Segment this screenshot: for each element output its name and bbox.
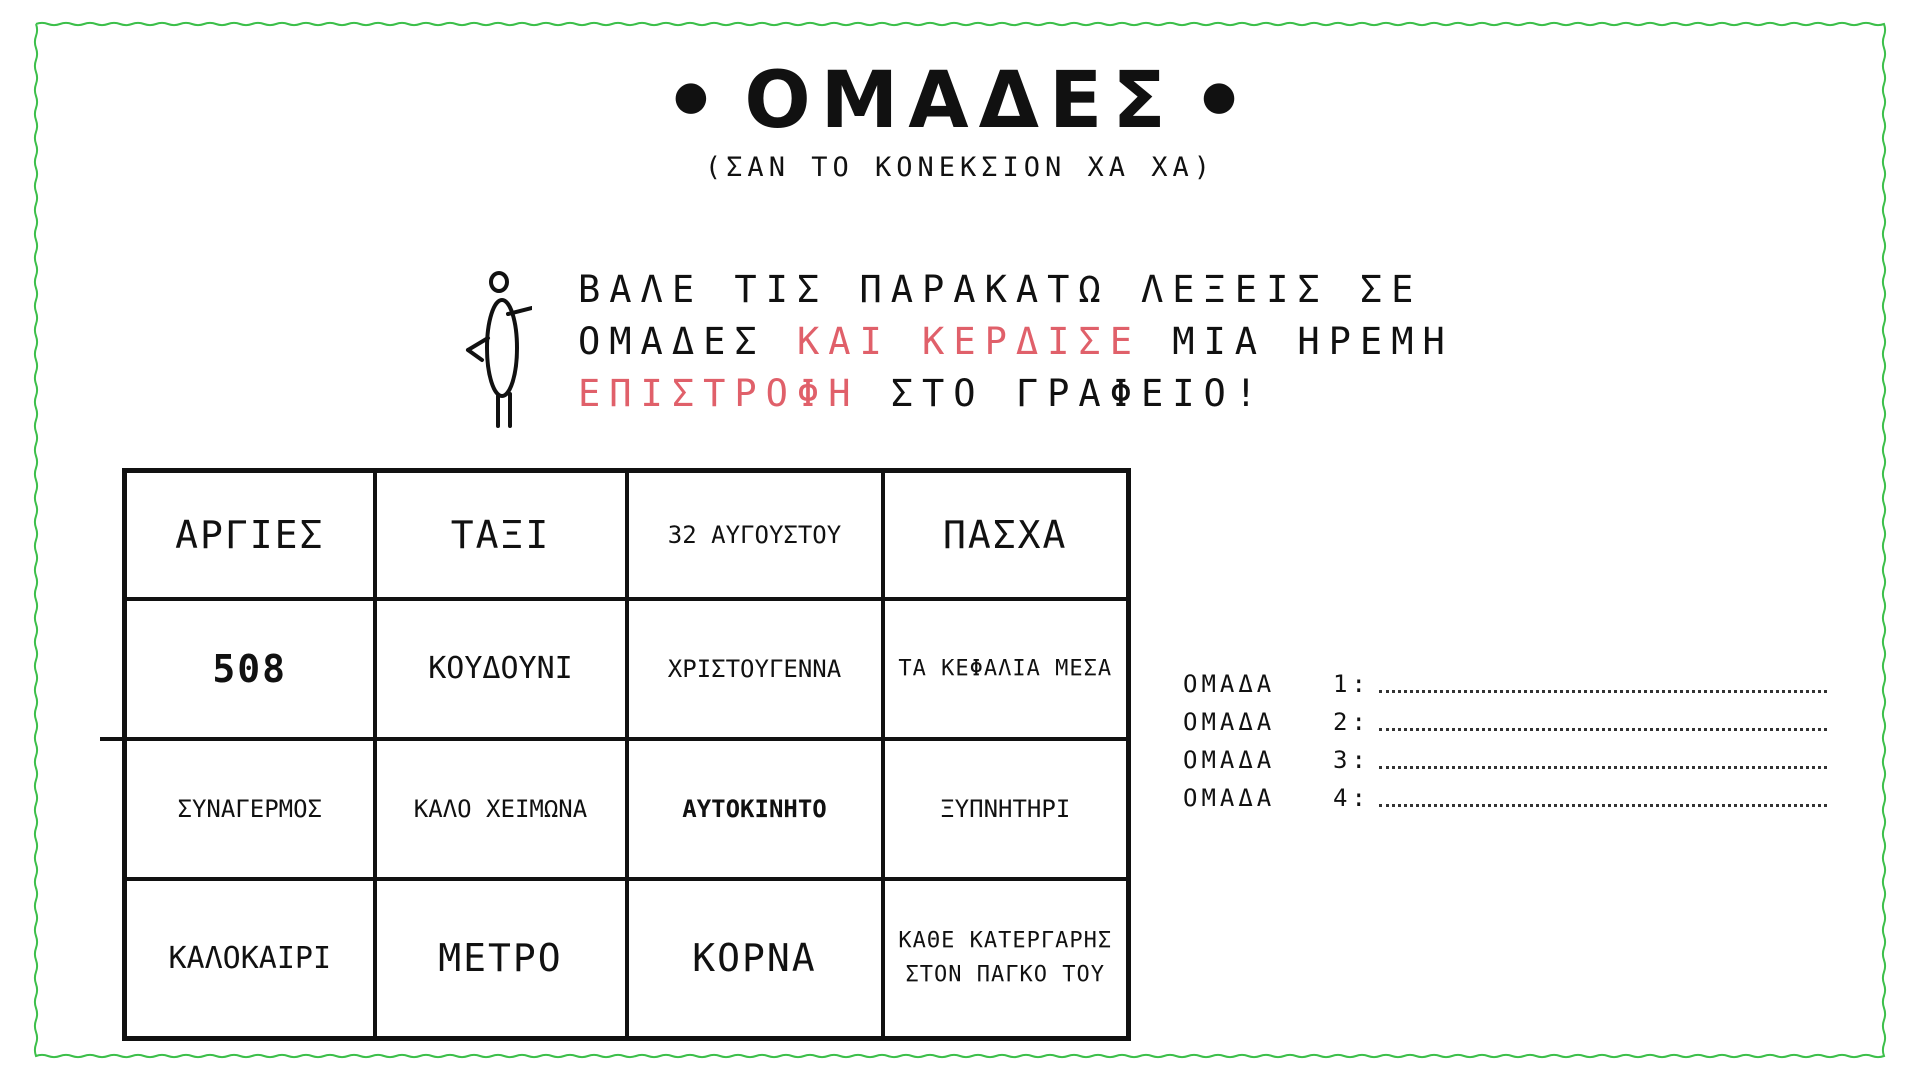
page-title-text: ΟΜΑΔΕΣ (744, 56, 1176, 146)
stick-figure-pointing-icon (466, 271, 532, 428)
grid-cell[interactable]: ΞΥΠΝΗΤΗΡΙ (880, 736, 1131, 881)
group-label: ΟΜΑΔΑ (1183, 746, 1276, 774)
group-answer-blank[interactable] (1379, 714, 1827, 731)
dot-icon: ● (673, 72, 719, 119)
group-answer-blank[interactable] (1379, 752, 1827, 769)
instructions-text: ΒΑΛΕ ΤΙΣ ΠΑΡΑΚΑΤΩ ΛΕΞΕΙΣ ΣΕ ΟΜΑΔΕΣ ΚΑΙ Κ… (578, 264, 1478, 420)
grid-cell[interactable]: ΣΥΝΑΓΕΡΜΟΣ (122, 736, 377, 881)
grid-cell[interactable]: ΚΑΛΟ ΧΕΙΜΩΝΑ (372, 736, 629, 881)
group-line: ΟΜΑΔΑ 1: (1183, 665, 1827, 703)
group-number: 4: (1333, 784, 1370, 812)
group-answer-blank[interactable] (1379, 676, 1827, 693)
grid-cell[interactable]: ΚΟΥΔΟΥΝΙ (372, 596, 629, 741)
group-line: ΟΜΑΔΑ 4: (1183, 779, 1827, 817)
grid-cell[interactable]: ΚΟΡΝΑ (624, 876, 885, 1041)
grid-cell[interactable]: ΚΑΘΕ ΚΑΤΕΡΓΑΡΗΣ ΣΤΟΝ ΠΑΓΚΟ ΤΟΥ (880, 876, 1131, 1041)
instructions-part-1: ΒΑΛΕ ΤΙΣ ΠΑΡΑΚΑΤΩ ΛΕΞΕΙΣ ΣΕ ΟΜΑΔΕΣ (578, 268, 1423, 363)
grid-cell[interactable]: ΤΑ ΚΕΦΑΛΙΑ ΜΕΣΑ (880, 596, 1131, 741)
grid-row: ΚΑΛΟΚΑΙΡΙ ΜΕΤΡΟ ΚΟΡΝΑ ΚΑΘΕ ΚΑΤΕΡΓΑΡΗΣ ΣΤ… (122, 876, 1131, 1041)
grid-row: ΑΡΓΙΕΣ ΤΑΞΙ 32 ΑΥΓΟΥΣΤΟΥ ΠΑΣΧΑ (122, 468, 1131, 601)
grid-row: ΣΥΝΑΓΕΡΜΟΣ ΚΑΛΟ ΧΕΙΜΩΝΑ ΑΥΤΟΚΙΝΗΤΟ ΞΥΠΝΗ… (122, 736, 1131, 881)
group-label: ΟΜΑΔΑ (1183, 708, 1276, 736)
group-line: ΟΜΑΔΑ 2: (1183, 703, 1827, 741)
grid-cell[interactable]: 508 (122, 596, 377, 741)
instructions-part-2: ΜΙΑ ΗΡΕΜΗ (1140, 320, 1454, 363)
group-label: ΟΜΑΔΑ (1183, 670, 1276, 698)
dot-icon: ● (1201, 72, 1247, 119)
group-label: ΟΜΑΔΑ (1183, 784, 1276, 812)
instructions-highlight-return: ΕΠΙΣΤΡΟΦΗ (578, 372, 860, 415)
grid-cell[interactable]: ΧΡΙΣΤΟΥΓΕΝΝΑ (624, 596, 885, 741)
instructions-highlight-win: ΚΑΙ ΚΕΡΔΙΣΕ (796, 320, 1141, 363)
group-answer-blank[interactable] (1379, 790, 1827, 807)
grid-cell[interactable]: ΑΡΓΙΕΣ (122, 468, 377, 601)
group-answer-list: ΟΜΑΔΑ 1: ΟΜΑΔΑ 2: ΟΜΑΔΑ 3: ΟΜΑΔΑ 4: (1183, 665, 1827, 817)
page-subtitle: (ΣΑΝ ΤΟ ΚΟΝΕΚΣΙΟΝ ΧΑ ΧΑ) (704, 152, 1216, 183)
word-grid: ΑΡΓΙΕΣ ΤΑΞΙ 32 ΑΥΓΟΥΣΤΟΥ ΠΑΣΧΑ 508 ΚΟΥΔΟ… (122, 468, 1131, 1041)
group-number: 3: (1333, 746, 1370, 774)
grid-cell[interactable]: ΚΑΛΟΚΑΙΡΙ (122, 876, 377, 1041)
grid-cell[interactable]: ΠΑΣΧΑ (880, 468, 1131, 601)
grid-row: 508 ΚΟΥΔΟΥΝΙ ΧΡΙΣΤΟΥΓΕΝΝΑ ΤΑ ΚΕΦΑΛΙΑ ΜΕΣ… (122, 596, 1131, 741)
grid-cell[interactable]: ΜΕΤΡΟ (372, 876, 629, 1041)
grid-cell[interactable]: ΑΥΤΟΚΙΝΗΤΟ (624, 736, 885, 881)
group-number: 1: (1333, 670, 1370, 698)
instructions-part-3: ΣΤΟ ΓΡΑΦΕΙΟ! (859, 372, 1267, 415)
group-number: 2: (1333, 708, 1370, 736)
group-line: ΟΜΑΔΑ 3: (1183, 741, 1827, 779)
grid-edge-tick (100, 737, 126, 741)
grid-cell[interactable]: ΤΑΞΙ (372, 468, 629, 601)
page-title: ●ΟΜΑΔΕΣ● (0, 62, 1920, 140)
grid-cell[interactable]: 32 ΑΥΓΟΥΣΤΟΥ (624, 468, 885, 601)
